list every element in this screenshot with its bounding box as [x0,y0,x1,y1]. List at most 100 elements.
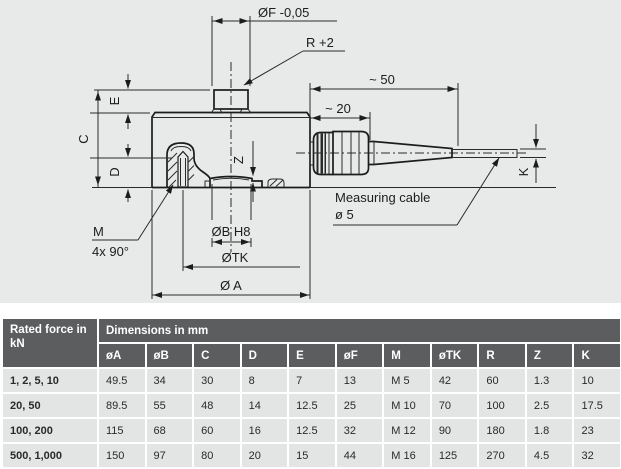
dim-approx-50: ~ 50 [309,72,459,146]
table-cell: M 16 [384,444,430,467]
dim-radius: R +2 [243,35,345,86]
label-radius: R +2 [306,35,334,50]
table-cell: M 10 [384,394,430,417]
row-force: 20, 50 [3,394,97,417]
threaded-stud [210,89,252,114]
table-cell: 115 [99,419,145,442]
header-dimensions: Dimensions in mm [99,319,620,342]
dim-diameter-f: ØF -0,05 [211,5,337,86]
callout-m-thread: M 4x 90° [92,184,174,259]
table-cell: 23 [574,419,620,442]
table-cell: 14 [241,394,288,417]
table-cell: 150 [99,444,145,467]
table-cell: 1.8 [526,419,573,442]
table-cell: 125 [431,444,478,467]
table-cell: 20 [241,444,288,467]
dim-e: E [107,74,131,129]
label-k: K [516,167,531,176]
label-z: Z [231,156,246,164]
dimensions-table: Rated force in kN Dimensions in mm øA øB… [3,319,620,467]
col-header-oa: øA [99,344,145,367]
col-header-r: R [479,344,525,367]
table-cell: 15 [289,444,335,467]
table-cell: 17.5 [574,394,620,417]
table-cell: 180 [479,419,525,442]
table-cell: 100 [479,394,525,417]
row-force: 1, 2, 5, 10 [3,369,97,392]
table-cell: 48 [194,394,240,417]
table-cell: 270 [479,444,525,467]
table-cell: 34 [146,369,193,392]
table-cell: 7 [289,369,335,392]
table-cell: M 5 [384,369,430,392]
load-cell-body [151,111,311,188]
label-diameter-a: Ø A [220,278,242,293]
dim-k: K [516,124,546,183]
drawing-panel: ØF -0,05 R +2 ~ 50 ~ 20 [0,0,621,303]
table-cell: 70 [431,394,478,417]
table-cell: 49.5 [99,369,145,392]
technical-drawing: ØF -0,05 R +2 ~ 50 ~ 20 [0,0,621,303]
table-cell: 55 [146,394,193,417]
label-d: D [107,167,122,176]
cable-connector [309,130,453,176]
table-cell: 60 [479,369,525,392]
table-cell: 42 [431,369,478,392]
center-boss [204,175,285,187]
col-header-d: D [241,344,288,367]
table-cell: 12.5 [289,419,335,442]
row-force: 100, 200 [3,419,97,442]
table-cell: 25 [336,394,383,417]
table-cell: 30 [194,369,240,392]
dim-diameter-a: Ø A [151,190,311,299]
table-cell: 97 [146,444,193,467]
table-cell: M 12 [384,419,430,442]
measuring-cable [452,149,518,158]
label-m: M [93,224,104,239]
label-diameter-b: ØB H8 [211,224,250,239]
label-cable-line1: Measuring cable [335,190,430,205]
table-cell: 16 [241,419,288,442]
dim-z: Z [231,141,256,202]
table-cell: 2.5 [526,394,573,417]
table-cell: 90 [431,419,478,442]
label-approx-20: ~ 20 [325,101,351,116]
table-cell: 8 [241,369,288,392]
label-m-note: 4x 90° [92,244,129,259]
centerlines [230,62,527,252]
label-cable-line2: ø 5 [335,207,354,222]
table-cell: 1.3 [526,369,573,392]
table-cell: 4.5 [526,444,573,467]
col-header-of: øF [336,344,383,367]
label-diameter-f: ØF -0,05 [258,5,309,20]
table-cell: 60 [194,419,240,442]
col-header-k: K [574,344,620,367]
dim-c: C [76,90,101,187]
left-extension-lines [90,89,210,159]
col-header-ob: øB [146,344,193,367]
col-header-otk: øTK [431,344,478,367]
table-cell: 10 [574,369,620,392]
label-c: C [76,134,91,143]
table-cell: 32 [336,419,383,442]
table-cell: 13 [336,369,383,392]
col-header-e: E [289,344,335,367]
dim-d: D [107,144,131,202]
table-cell: 89.5 [99,394,145,417]
label-e: E [107,96,122,105]
label-approx-50: ~ 50 [369,72,395,87]
table-cell: 44 [336,444,383,467]
table-cell: 68 [146,419,193,442]
header-rated-force: Rated force in kN [3,319,97,367]
col-header-z: Z [526,344,573,367]
row-force: 500, 1,000 [3,444,97,467]
table-cell: 32 [574,444,620,467]
col-header-c: C [194,344,240,367]
dim-diameter-tk: ØTK [182,190,300,271]
callout-measuring-cable: Measuring cable ø 5 [333,157,500,226]
table-cell: 80 [194,444,240,467]
dim-diameter-b: ØB H8 [211,184,252,247]
dim-approx-20: ~ 20 [310,101,371,140]
table-cell: 12.5 [289,394,335,417]
